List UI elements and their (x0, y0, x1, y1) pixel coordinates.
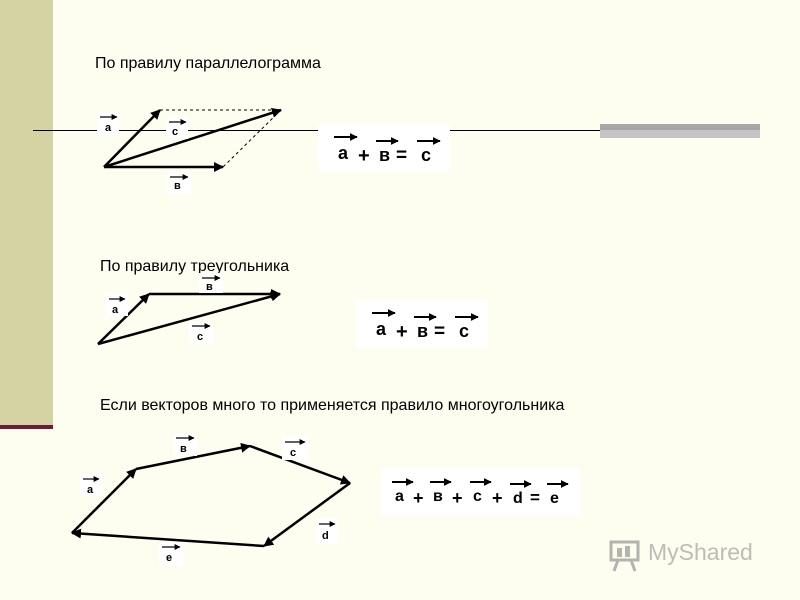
equation-parallelogram: a + в = c (318, 124, 450, 171)
equation-box (381, 469, 580, 516)
eq-plus: + (413, 488, 424, 508)
horizontal-rule-right (450, 130, 610, 131)
eq-plus: + (452, 488, 463, 508)
presentation-screen-icon (609, 540, 640, 572)
vector-c-sum (97, 291, 281, 346)
heading-triangle-rule: По правилу треугольника (100, 258, 290, 275)
eq-equals: = (434, 321, 445, 342)
vector-d (263, 481, 351, 548)
label-d: d (322, 530, 329, 542)
eq-term-b: в (379, 145, 390, 165)
eq-term-b: в (433, 488, 443, 505)
eq-plus: + (396, 321, 408, 343)
label-a: a (87, 484, 94, 496)
eq-plus: + (492, 488, 503, 508)
eq-term-a: a (395, 488, 404, 505)
label-a: a (112, 304, 119, 316)
heading-polygon-rule: Если векторов много то применяется прави… (100, 397, 565, 414)
label-c: c (290, 447, 296, 459)
eq-term-a: a (338, 143, 349, 163)
eq-term-b: в (417, 321, 428, 341)
eq-equals: = (530, 488, 540, 507)
vector-b (135, 442, 251, 471)
eq-term-d: d (513, 490, 523, 507)
eq-term-c: c (459, 321, 469, 341)
vector-c (249, 444, 351, 485)
vector-c-sum (103, 107, 282, 169)
eq-plus: + (358, 145, 370, 167)
left-decor-band-edge (0, 425, 53, 429)
left-decor-band (0, 0, 53, 425)
vector-a (71, 468, 137, 534)
label-b: в (206, 281, 213, 293)
eq-term-c: c (473, 488, 482, 505)
equation-box (318, 124, 450, 171)
triangle-figure: a в c (97, 273, 281, 346)
equation-polygon: a + в + c + d = e (381, 469, 580, 516)
eq-term-e: e (550, 490, 559, 507)
label-c: c (197, 331, 203, 343)
watermark-logo: MyShared (608, 537, 773, 573)
vector-a (97, 293, 150, 345)
label-b: в (174, 180, 181, 192)
heading-parallelogram-rule: По правилу параллелограмма (95, 55, 321, 72)
equation-triangle: a + в = c (356, 300, 488, 347)
eq-term-a: a (376, 319, 387, 339)
decor-bar (600, 124, 760, 138)
parallelogram-figure: a c в (97, 107, 282, 194)
label-c: c (172, 126, 178, 138)
polygon-figure: a в c d e (71, 434, 351, 566)
dashed-side-right (222, 109, 282, 168)
label-b: в (180, 443, 187, 455)
vector-e (71, 528, 265, 548)
label-e: e (166, 552, 172, 564)
eq-term-c: c (421, 145, 431, 165)
label-a: a (105, 122, 112, 134)
vector-a (103, 109, 161, 168)
watermark-text: MyShared (648, 539, 753, 565)
equation-box (356, 300, 488, 347)
eq-equals: = (396, 145, 407, 166)
